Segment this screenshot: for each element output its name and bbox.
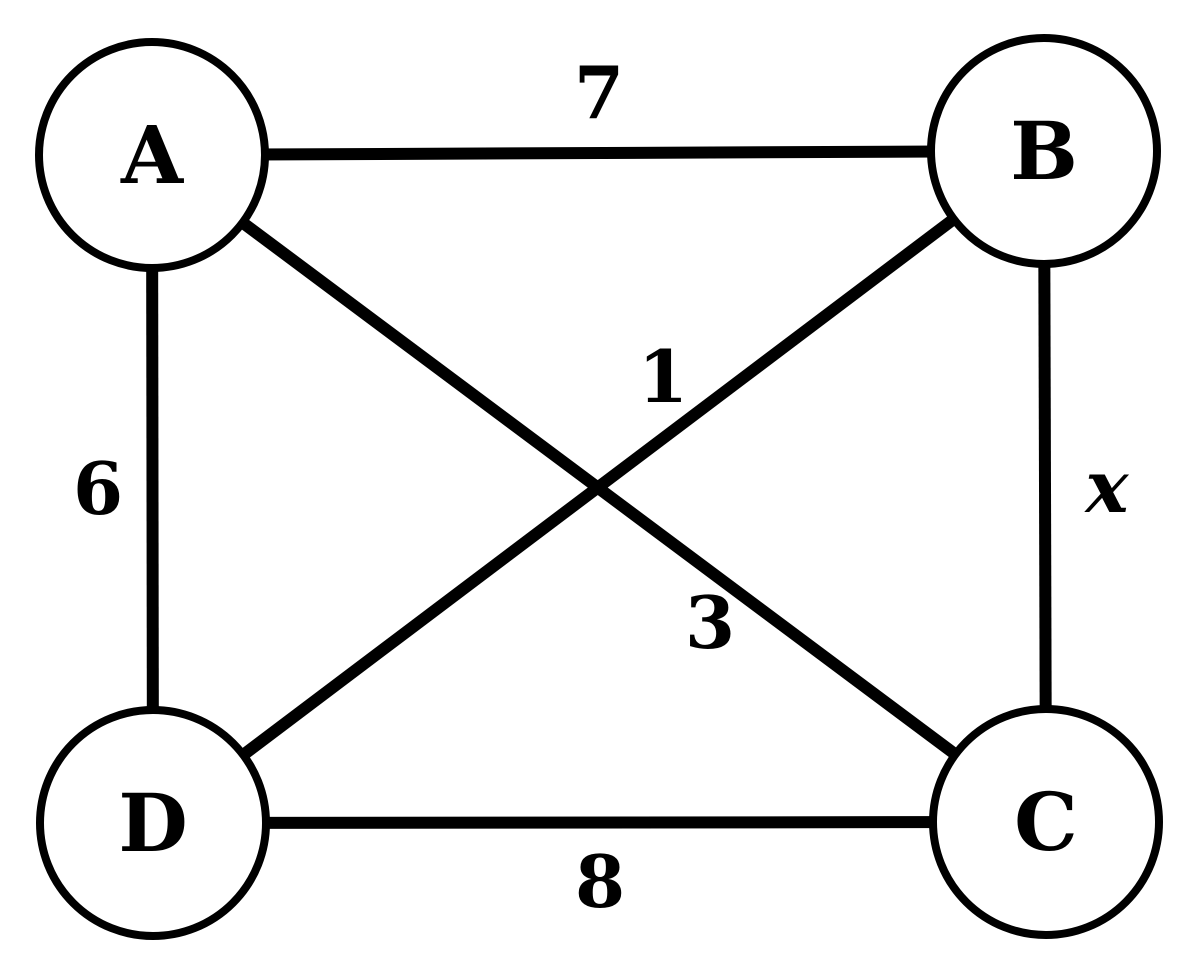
node-C [929,705,1163,939]
node-A-label: A [120,108,184,202]
node-B [927,34,1161,268]
edge-A-B [151,145,1045,161]
node-C-label: C [1014,775,1078,869]
edge-A-D-label: 6 [73,446,123,531]
edge-D-C-label: 8 [575,839,625,924]
edge-D-B [149,146,1048,828]
node-A [35,38,269,272]
edge-D-B-label: 1 [638,334,688,419]
node-B-label: B [1010,104,1078,198]
edge-A-C-label: 3 [685,580,735,665]
edge-D-C [152,816,1047,829]
edge-B-C-label: x [1084,444,1130,529]
edge-A-B-label: 7 [574,50,624,135]
node-D [36,706,270,940]
node-D-label: D [118,776,187,870]
